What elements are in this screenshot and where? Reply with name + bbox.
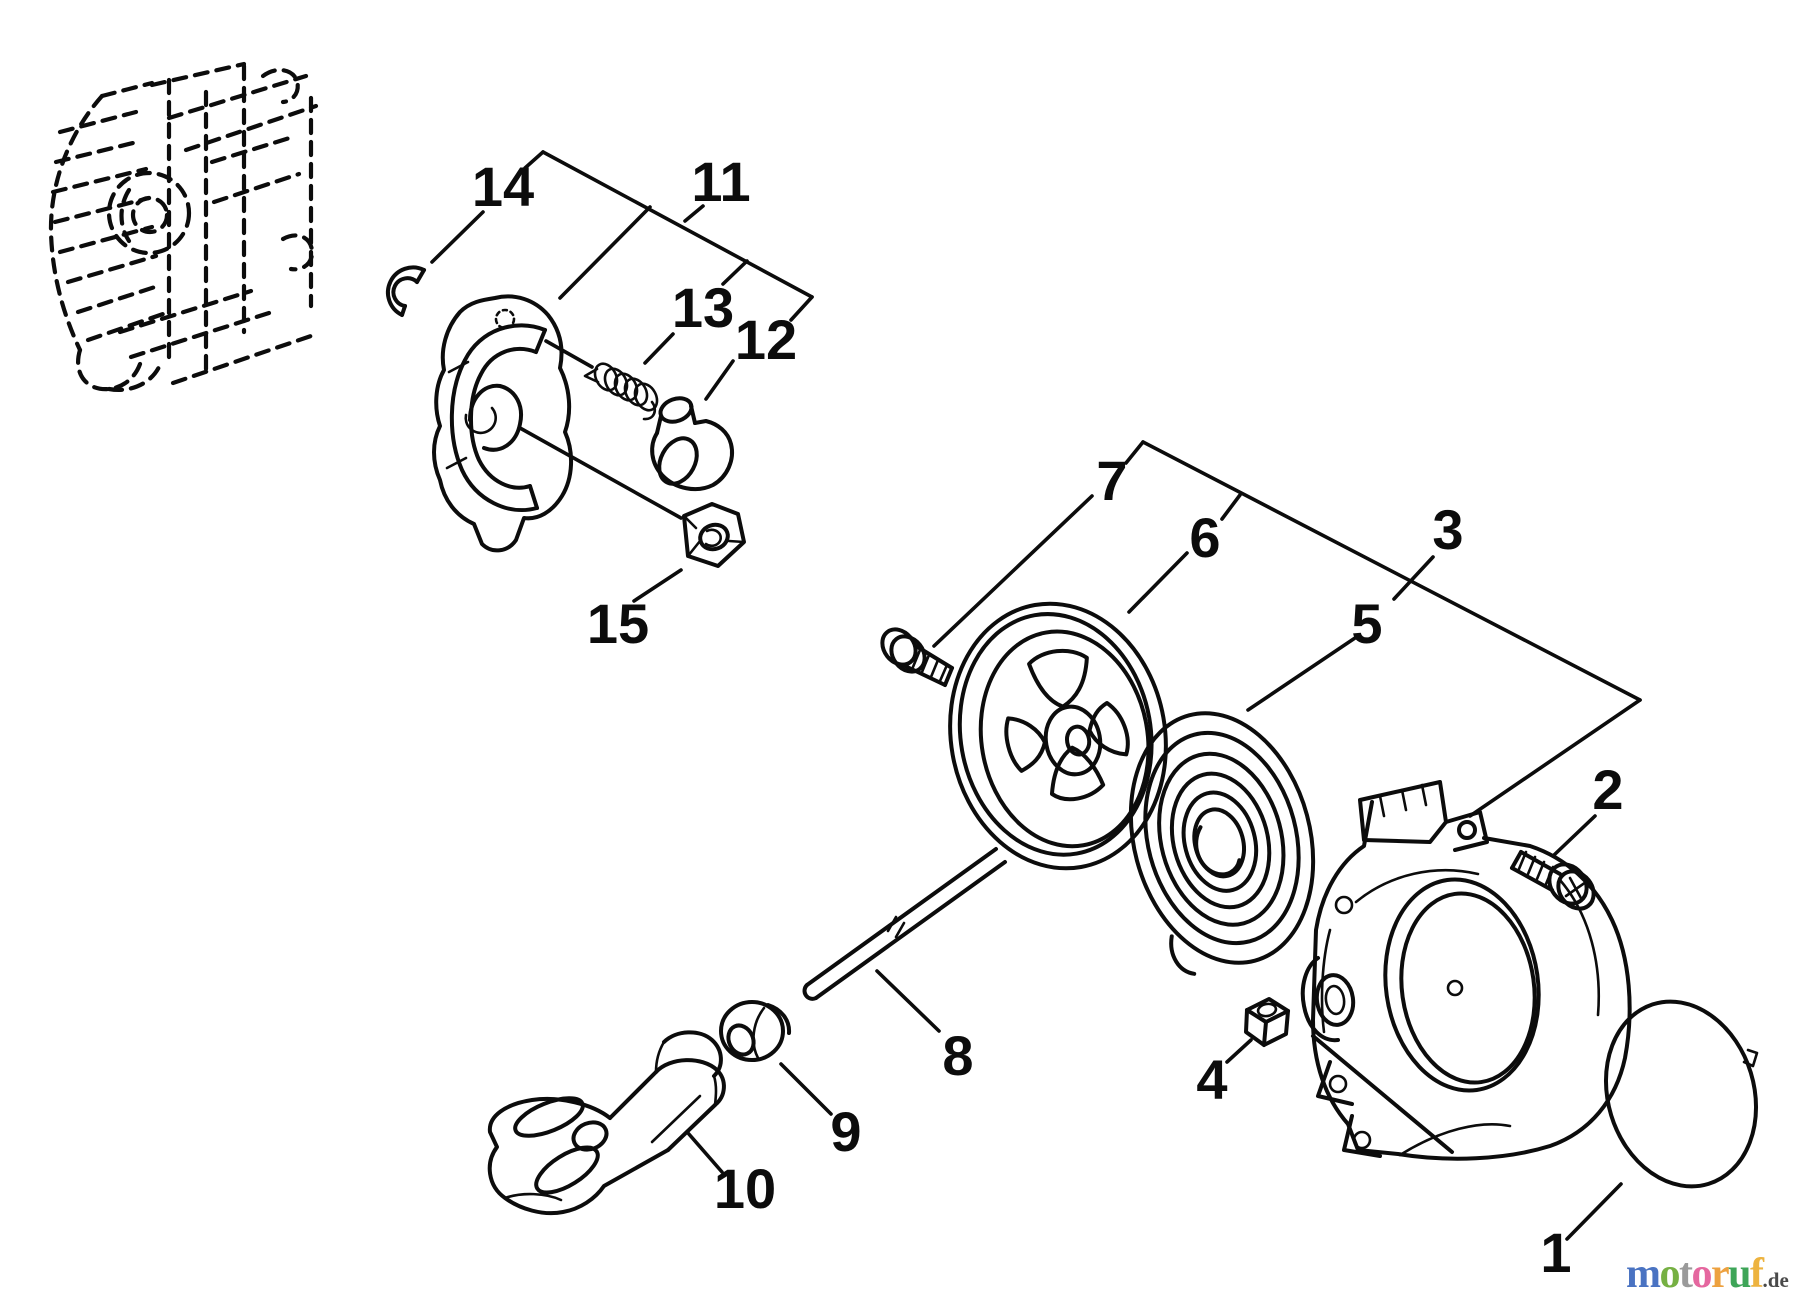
part-starter-rope xyxy=(802,847,1007,1001)
part-hex-nut xyxy=(682,502,746,568)
callout-label-2: 2 xyxy=(1592,758,1623,821)
callout-label-3: 3 xyxy=(1432,498,1463,561)
callout-label-7: 7 xyxy=(1096,449,1127,512)
part-eclip xyxy=(385,265,426,317)
engine-crankcase-ghost xyxy=(48,61,319,392)
callout-label-5: 5 xyxy=(1351,592,1382,655)
part-starter-handle xyxy=(487,1030,726,1216)
callout-labels: 1 2 3 4 5 6 7 8 9 10 11 12 13 14 15 xyxy=(472,150,1624,1284)
callout-label-6: 6 xyxy=(1189,506,1220,569)
part-starter-pulley xyxy=(948,601,1168,871)
callout-label-11: 11 xyxy=(691,150,750,213)
part-pulley-screw xyxy=(880,627,954,687)
callout-leader-lines xyxy=(430,150,1642,1241)
callout-label-12: 12 xyxy=(735,308,797,371)
part-square-nut xyxy=(1244,997,1290,1047)
callout-label-15: 15 xyxy=(587,592,649,655)
callout-label-4: 4 xyxy=(1196,1048,1227,1111)
watermark-logo: motoruf.de xyxy=(1626,1248,1800,1304)
callout-label-9: 9 xyxy=(830,1100,861,1163)
part-cover-disc xyxy=(1603,999,1759,1189)
callout-label-14: 14 xyxy=(472,155,534,218)
callout-label-13: 13 xyxy=(672,276,734,339)
watermark-suffix: .de xyxy=(1762,1268,1789,1292)
part-rope-grommet xyxy=(719,1000,792,1062)
callout-label-8: 8 xyxy=(942,1024,973,1087)
part-recoil-spring xyxy=(1128,711,1316,976)
callout-label-10: 10 xyxy=(714,1157,776,1220)
part-pawl-knob xyxy=(650,396,734,492)
watermark-word: motoruf xyxy=(1626,1251,1764,1297)
part-pawl-plate xyxy=(432,294,574,553)
part-pawl-spring xyxy=(583,362,659,421)
part-housing-screw xyxy=(1510,850,1596,911)
callout-label-1: 1 xyxy=(1540,1221,1571,1284)
part-starter-housing xyxy=(1300,780,1632,1161)
